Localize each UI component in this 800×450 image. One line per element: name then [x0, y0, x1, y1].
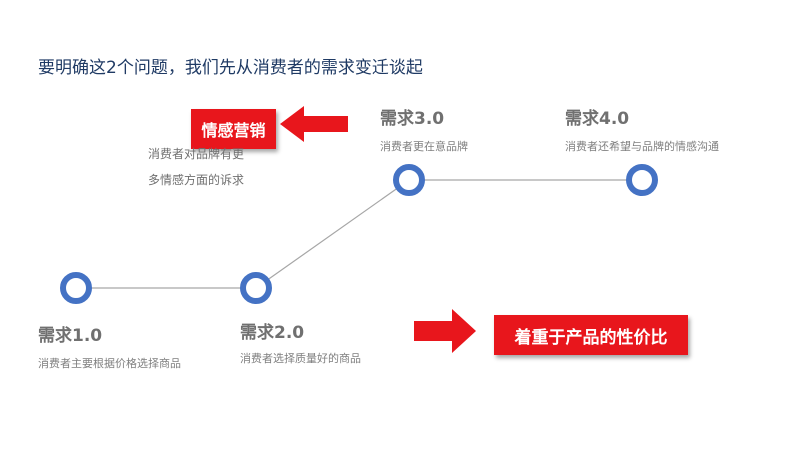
stage-4-desc: 消费者还希望与品牌的情感沟通: [565, 140, 719, 153]
node-stage-1: [60, 272, 92, 304]
node-stage-3: [393, 164, 425, 196]
arrow-left-icon: [280, 106, 348, 142]
slide-title: 要明确这2个问题，我们先从消费者的需求变迁谈起: [38, 58, 423, 78]
value-callout: 着重于产品的性价比: [494, 315, 688, 355]
stage-4-title: 需求4.0: [565, 109, 630, 129]
node-stage-4: [626, 164, 658, 196]
emotion-marketing-callout: 情感营销: [191, 109, 276, 149]
stage-1-desc: 消费者主要根据价格选择商品: [38, 357, 181, 370]
stage-3-title: 需求3.0: [380, 109, 445, 129]
arrow-right-icon: [414, 309, 476, 353]
note-line-1: 消费者对品牌有更: [148, 147, 245, 161]
stage-3-desc: 消费者更在意品牌: [380, 140, 468, 153]
note-line-2: 多情感方面的诉求: [148, 173, 245, 187]
connector-2-3: [255, 179, 410, 289]
stage-2-desc: 消费者选择质量好的商品: [240, 352, 361, 365]
stage-1-title: 需求1.0: [38, 326, 103, 346]
node-stage-2: [240, 272, 272, 304]
stage-2-title: 需求2.0: [240, 323, 305, 343]
